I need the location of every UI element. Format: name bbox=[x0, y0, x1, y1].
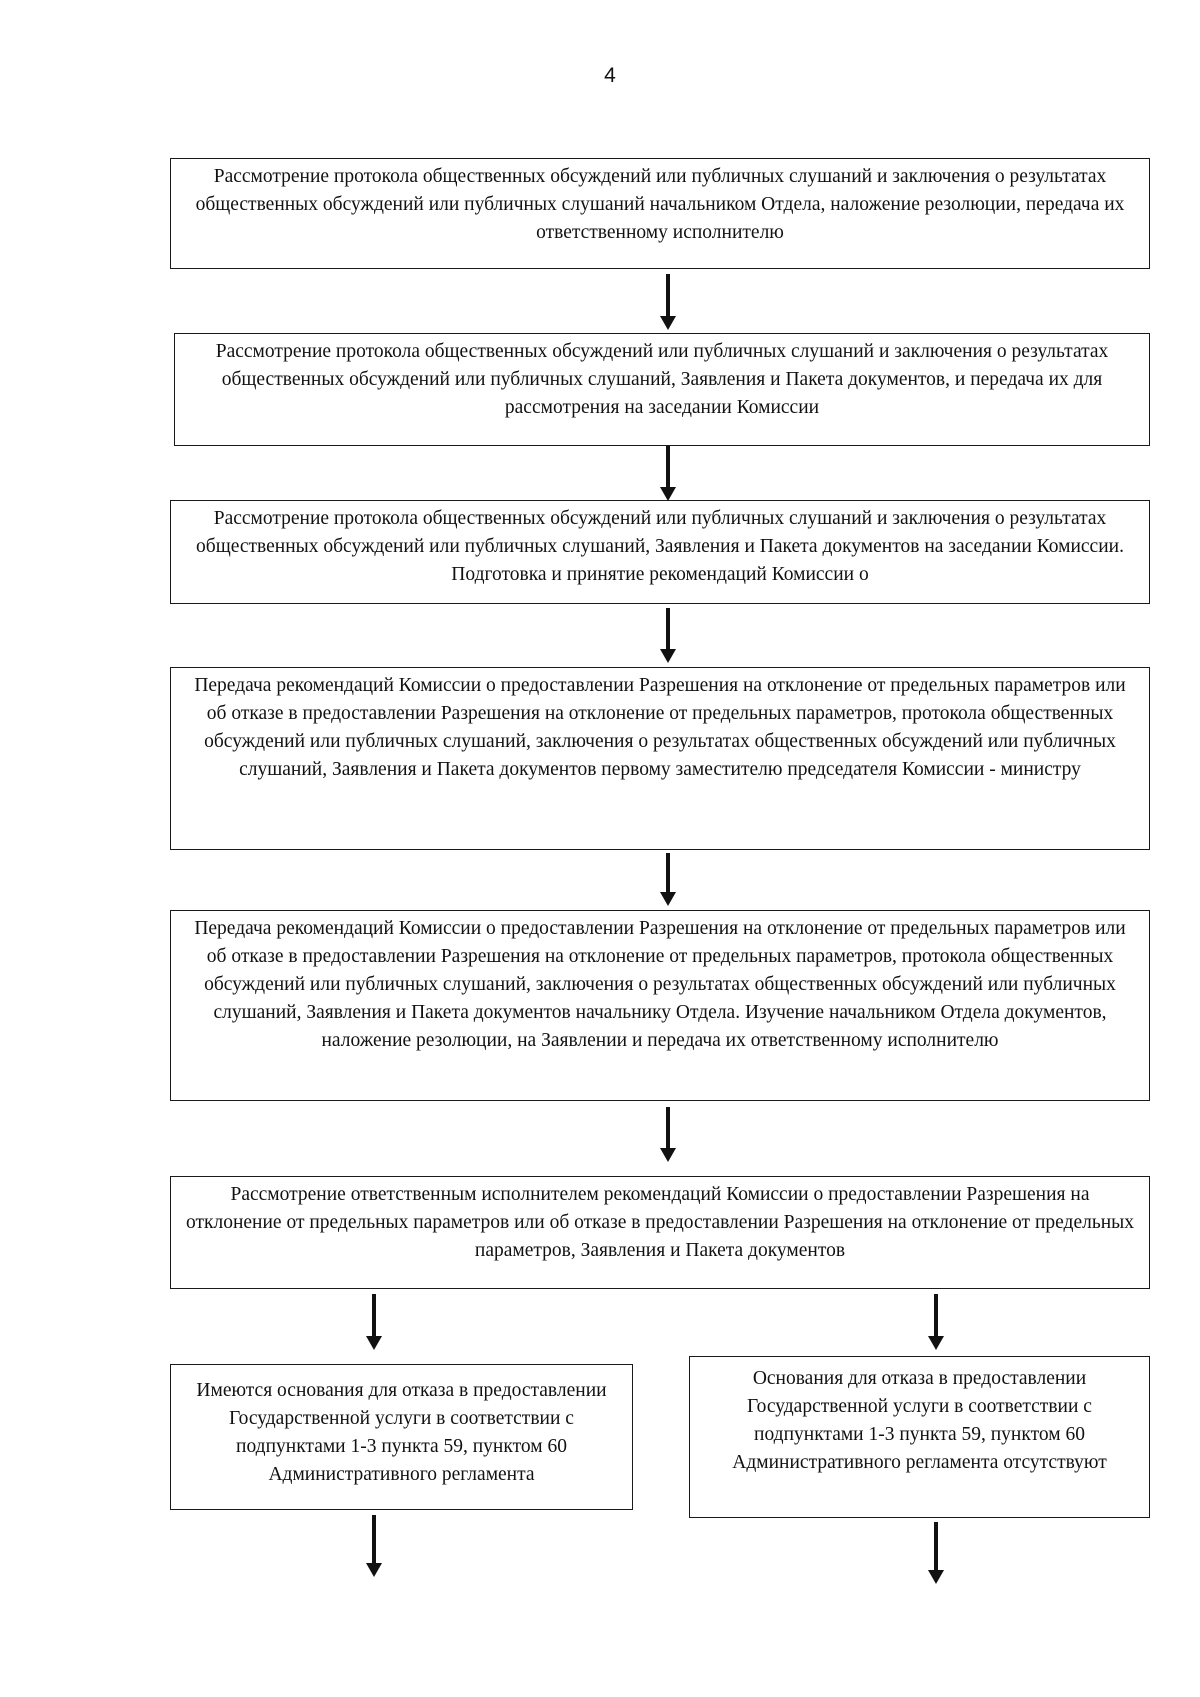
flow-step-2-text: Рассмотрение протокола общественных обсу… bbox=[215, 341, 1109, 418]
arrow-down-left-end bbox=[366, 1515, 382, 1577]
flow-step-5-text: Передача рекомендаций Комиссии о предост… bbox=[194, 918, 1126, 1051]
arrow-down-3 bbox=[660, 608, 676, 663]
flow-step-2: Рассмотрение протокола общественных обсу… bbox=[174, 333, 1150, 446]
flow-step-6: Рассмотрение ответственным исполнителем … bbox=[170, 1176, 1150, 1289]
branch-no-refusal-grounds: Основания для отказа в предоставлении Го… bbox=[689, 1356, 1150, 1518]
flow-step-3: Рассмотрение протокола общественных обсу… bbox=[170, 500, 1150, 604]
flow-step-3-text: Рассмотрение протокола общественных обсу… bbox=[196, 508, 1124, 585]
flow-step-4: Передача рекомендаций Комиссии о предост… bbox=[170, 667, 1150, 850]
flow-step-4-text: Передача рекомендаций Комиссии о предост… bbox=[194, 675, 1126, 780]
arrow-down-right-end bbox=[928, 1522, 944, 1584]
flow-step-1-text: Рассмотрение протокола общественных обсу… bbox=[195, 166, 1125, 243]
flow-step-5: Передача рекомендаций Комиссии о предост… bbox=[170, 910, 1150, 1101]
arrow-down-5 bbox=[660, 1107, 676, 1162]
arrow-down-4 bbox=[660, 853, 676, 906]
flow-step-6-text: Рассмотрение ответственным исполнителем … bbox=[185, 1184, 1135, 1261]
arrow-down-2 bbox=[660, 446, 676, 501]
arrow-down-1 bbox=[660, 274, 676, 330]
arrow-down-right-branch bbox=[928, 1294, 944, 1350]
page-number: 4 bbox=[604, 64, 616, 87]
branch-refusal-grounds: Имеются основания для отказа в предостав… bbox=[170, 1364, 633, 1510]
branch-no-refusal-grounds-text: Основания для отказа в предоставлении Го… bbox=[732, 1368, 1107, 1473]
flow-step-1: Рассмотрение протокола общественных обсу… bbox=[170, 158, 1150, 269]
arrow-down-left-branch bbox=[366, 1294, 382, 1350]
branch-refusal-grounds-text: Имеются основания для отказа в предостав… bbox=[196, 1380, 607, 1485]
